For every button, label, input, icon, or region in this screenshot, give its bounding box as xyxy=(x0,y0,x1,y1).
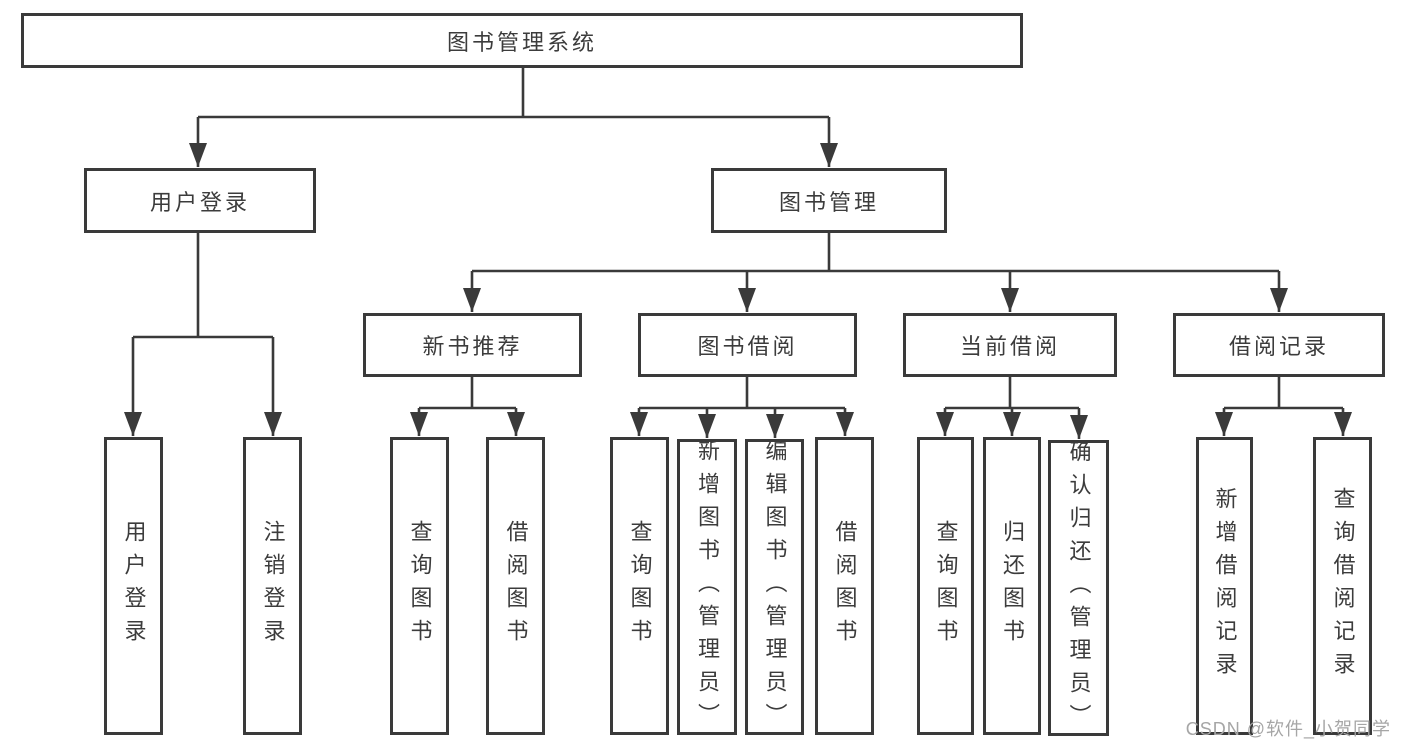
node-book-borrow: 图书借阅 xyxy=(638,313,857,377)
node-leaf-user-login-label: 用户登录 xyxy=(121,520,147,652)
node-leaf-query-books-3: 查询图书 xyxy=(917,437,974,735)
node-new-book-rec: 新书推荐 xyxy=(363,313,582,377)
node-new-book-rec-label: 新书推荐 xyxy=(422,334,523,359)
node-leaf-query-books-2-label: 查询图书 xyxy=(627,520,653,652)
node-current-borrow-label: 当前借阅 xyxy=(959,334,1060,359)
node-leaf-query-borrow-record: 查询借阅记录 xyxy=(1313,437,1372,735)
node-leaf-confirm-return-admin: 确认归还（管理员） xyxy=(1048,439,1109,737)
node-root: 图书管理系统 xyxy=(21,13,1023,68)
node-leaf-query-books-1: 查询图书 xyxy=(390,437,449,735)
node-leaf-return-book: 归还图书 xyxy=(983,437,1041,735)
node-leaf-user-login: 用户登录 xyxy=(104,437,163,735)
node-leaf-edit-book-admin-label: 编辑图书（管理员） xyxy=(762,438,788,736)
node-borrow-record-label: 借阅记录 xyxy=(1228,334,1329,359)
node-user-login: 用户登录 xyxy=(84,168,316,233)
node-current-borrow: 当前借阅 xyxy=(903,313,1117,377)
node-leaf-borrow-books-1-label: 借阅图书 xyxy=(503,520,529,652)
node-book-borrow-label: 图书借阅 xyxy=(697,334,798,359)
node-borrow-record: 借阅记录 xyxy=(1173,313,1385,377)
node-leaf-query-books-2: 查询图书 xyxy=(610,437,669,735)
node-leaf-query-books-3-label: 查询图书 xyxy=(933,520,959,652)
node-book-mgmt-label: 图书管理 xyxy=(778,189,879,215)
node-user-login-label: 用户登录 xyxy=(149,189,250,215)
node-leaf-borrow-books-2: 借阅图书 xyxy=(815,437,874,735)
node-book-mgmt: 图书管理 xyxy=(711,168,947,233)
node-leaf-add-borrow-record: 新增借阅记录 xyxy=(1196,437,1253,735)
node-leaf-borrow-books-1: 借阅图书 xyxy=(486,437,545,735)
csdn-watermark: CSDN @软件_小贺同学 xyxy=(1185,719,1391,739)
node-leaf-borrow-books-2-label: 借阅图书 xyxy=(832,520,858,652)
node-leaf-logout-label: 注销登录 xyxy=(260,520,286,652)
node-leaf-edit-book-admin: 编辑图书（管理员） xyxy=(745,438,804,736)
node-leaf-return-book-label: 归还图书 xyxy=(1000,520,1025,652)
node-leaf-logout: 注销登录 xyxy=(243,437,302,735)
node-leaf-add-borrow-record-label: 新增借阅记录 xyxy=(1212,487,1238,685)
node-root-label: 图书管理系统 xyxy=(446,29,597,55)
node-leaf-add-book-admin-label: 新增图书（管理员） xyxy=(695,438,720,736)
node-leaf-query-borrow-record-label: 查询借阅记录 xyxy=(1330,487,1356,685)
node-leaf-add-book-admin: 新增图书（管理员） xyxy=(677,438,737,736)
node-leaf-query-books-1-label: 查询图书 xyxy=(407,520,433,652)
node-leaf-confirm-return-admin-label: 确认归还（管理员） xyxy=(1066,439,1092,737)
